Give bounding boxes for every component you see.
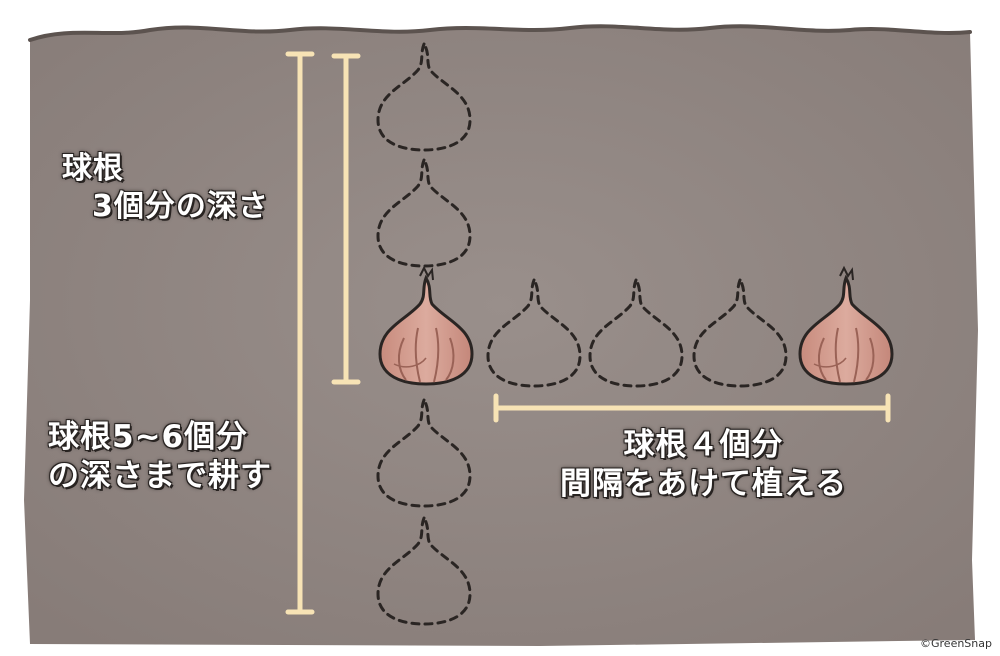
till-depth-line1: 球根5~6個分 (48, 419, 249, 455)
till-depth-label: 球根5~6個分 の深さまで耕す (48, 418, 272, 496)
bulb-depth-line2: 3個分の深さ (92, 188, 269, 224)
till-depth-line2: の深さまで耕す (48, 457, 272, 494)
spacing-line2: 間隔をあけて植える (560, 465, 848, 502)
copyright-credit: ©GreenSnap (920, 637, 992, 650)
bulb-depth-label: 球根 3個分の深さ (62, 150, 269, 225)
soil-area (24, 26, 978, 647)
planting-depth-measure (331, 53, 361, 385)
spacing-line1: 球根４個分 (623, 427, 784, 463)
bulb-depth-line1: 球根 (62, 151, 124, 186)
spacing-measure (493, 393, 891, 423)
spacing-label: 球根４個分 間隔をあけて植える (560, 426, 847, 504)
soil-surface-line (28, 24, 972, 42)
till-depth-measure (285, 51, 315, 615)
